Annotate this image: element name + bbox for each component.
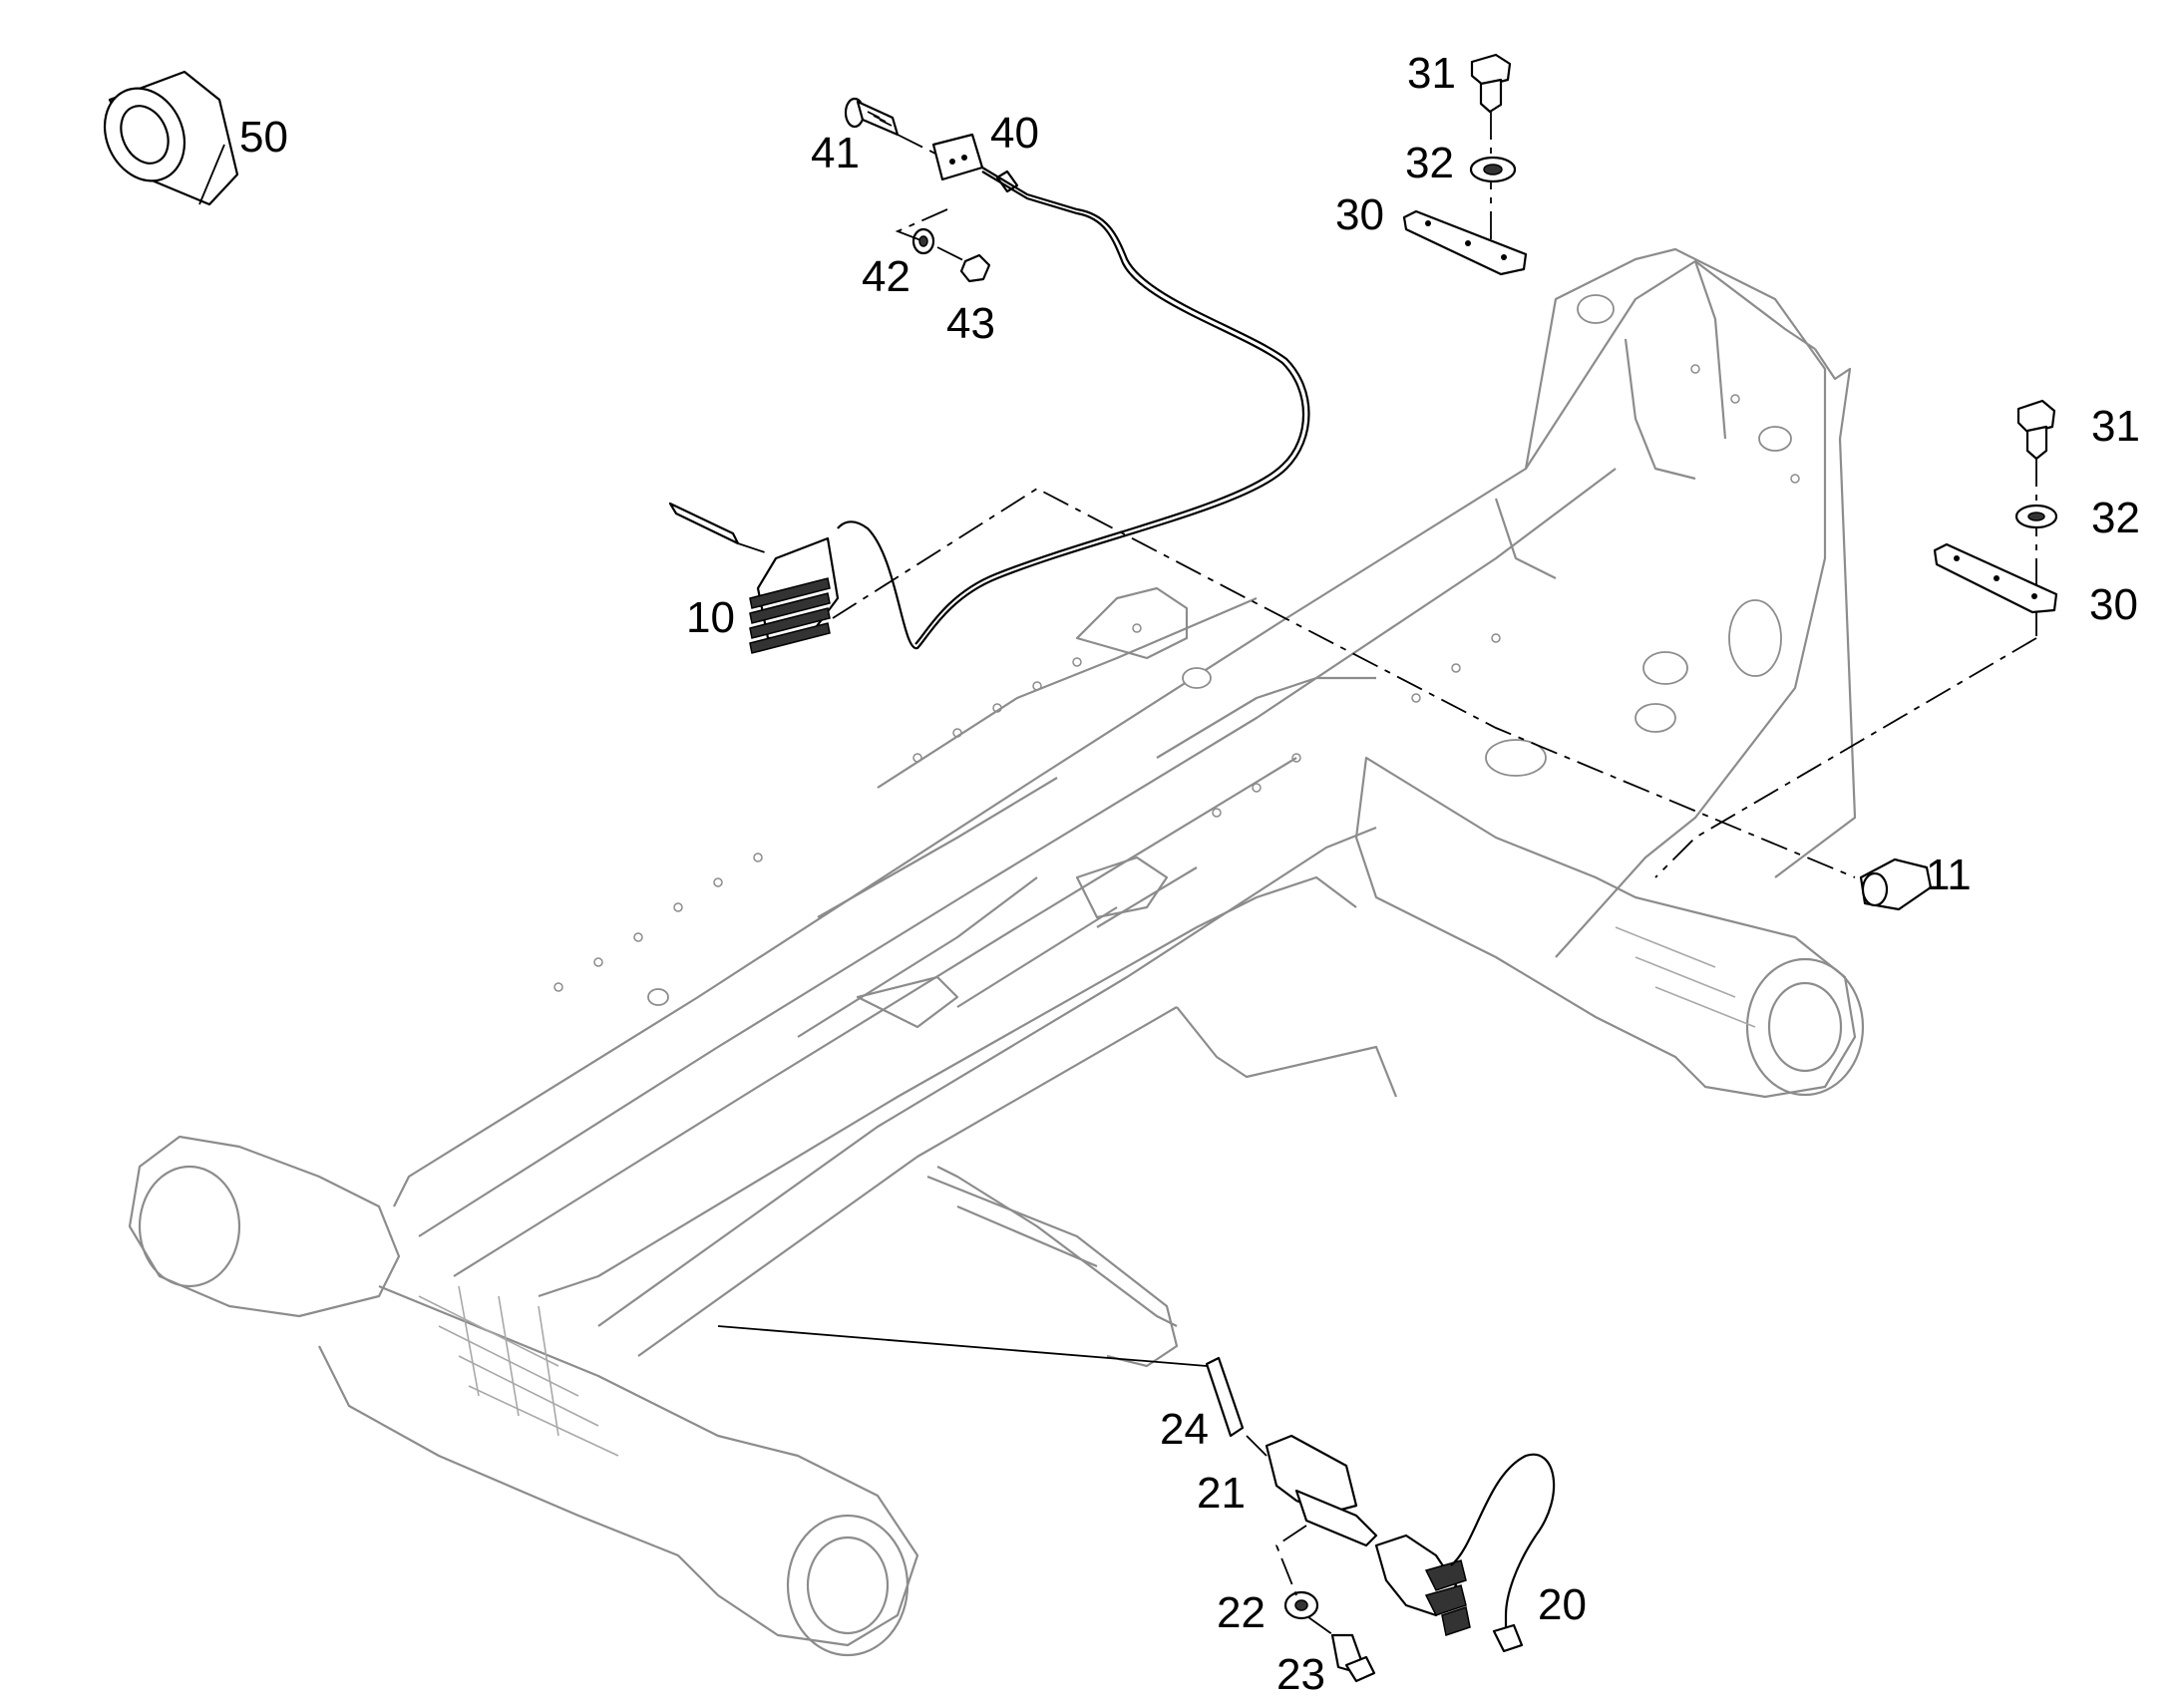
part-50-tape-roll — [103, 70, 239, 206]
label-part-31-top: 31 — [1407, 49, 1456, 98]
part-11-pad — [1859, 857, 1933, 911]
label-part-32-right: 32 — [2091, 494, 2140, 542]
label-part-40: 40 — [990, 109, 1039, 158]
label-part-43: 43 — [946, 299, 995, 348]
callouts: 50 41 40 42 43 31 32 30 31 32 30 10 11 2… — [239, 49, 2140, 1699]
label-part-31-right: 31 — [2091, 402, 2140, 451]
label-part-20: 20 — [1538, 1580, 1587, 1629]
part-20-sensor — [1374, 1453, 1556, 1653]
label-part-10: 10 — [686, 593, 735, 642]
part-24-strap — [717, 1325, 1245, 1438]
part-30-plate-top — [1402, 209, 1528, 276]
part-30-plate-right — [1654, 542, 2058, 878]
label-part-21: 21 — [1197, 1469, 1246, 1518]
part-43-nut — [936, 246, 991, 283]
part-21-bracket — [1246, 1434, 1378, 1547]
part-22-washer — [1274, 1525, 1319, 1620]
part-32-washer-top — [1469, 156, 1517, 183]
label-part-50: 50 — [239, 113, 288, 162]
part-10-terminal-block — [668, 487, 1856, 878]
part-40-plate — [897, 133, 984, 181]
label-part-30-right: 30 — [2089, 580, 2138, 629]
label-part-32-top: 32 — [1405, 139, 1454, 187]
chassis-frame — [128, 247, 1865, 1657]
part-32-washer-right — [2014, 504, 2058, 529]
label-part-23: 23 — [1276, 1650, 1325, 1699]
label-part-11: 11 — [1926, 851, 1972, 899]
label-part-30-top: 30 — [1335, 190, 1384, 239]
part-23-bolt — [1307, 1616, 1376, 1683]
ground-cable — [837, 167, 1310, 650]
part-31-bolt-top — [1470, 53, 1512, 269]
label-part-42: 42 — [862, 252, 910, 301]
part-42-washer — [895, 208, 948, 255]
label-part-24: 24 — [1160, 1405, 1209, 1454]
label-part-22: 22 — [1217, 1588, 1266, 1637]
label-part-41: 41 — [811, 129, 860, 177]
